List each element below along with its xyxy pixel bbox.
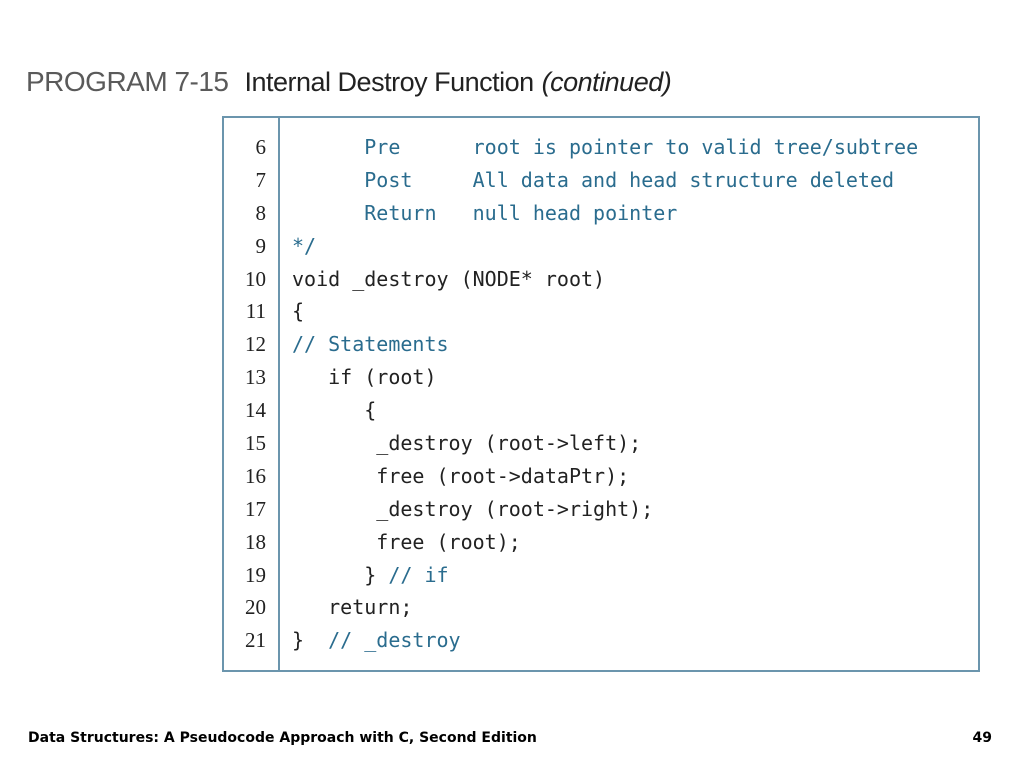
code-text: free (root); [292,526,521,559]
code-text: Return null head pointer [292,197,677,230]
code-comment: Pre root is pointer to valid tree/subtre… [292,135,919,159]
code-text: } // if [292,559,449,592]
code-statement: void _destroy (NODE* root) [292,266,606,291]
line-number: 17 [245,496,266,521]
code-statement: } [292,562,389,587]
code-text: { [292,394,376,427]
code-line: 15 _destroy (root->left); [224,427,978,460]
line-number: 16 [245,463,266,488]
program-name: Internal Destroy Function [244,67,535,97]
code-comment: // Statements [292,332,449,357]
line-number: 8 [255,200,267,225]
line-number: 11 [245,299,266,324]
code-comment: Return null head pointer [292,200,678,225]
code-line: 8 Return null head pointer [224,197,978,230]
code-line: 7 Post All data and head structure delet… [224,164,978,197]
footer-book-title: Data Structures: A Pseudocode Approach w… [28,730,537,746]
code-line: 12 // Statements [224,328,978,361]
line-number: 13 [245,365,266,390]
line-number: 21 [245,628,266,653]
code-line: 16 free (root->dataPtr); [224,460,978,493]
code-statement: } [292,628,329,653]
code-text: _destroy (root->right); [292,493,653,526]
code-text: } // _destroy [292,624,461,657]
line-number-gutter [224,118,280,670]
code-text: free (root->dataPtr); [292,460,629,493]
line-number: 9 [255,233,267,258]
code-text: */ [292,230,316,263]
line-number: 19 [245,562,266,587]
line-number: 12 [245,332,266,357]
code-line: 9 */ [224,230,978,263]
program-title: PROGRAM 7-15 Internal Destroy Function(co… [26,66,672,98]
code-statement: free (root); [292,529,521,554]
line-number: 7 [255,167,267,192]
code-text: _destroy (root->left); [292,427,641,460]
code-comment: */ [292,233,317,258]
code-statement: { [292,398,377,423]
code-line: 19 } // if [224,559,978,592]
code-statement: _destroy (root->right); [292,496,654,521]
code-listing: 6 Pre root is pointer to valid tree/subt… [222,116,980,672]
program-number: PROGRAM 7-15 [26,66,229,97]
code-line: 20 return; [224,591,978,624]
code-line: 10 void _destroy (NODE* root) [224,263,978,296]
code-text: Post All data and head structure deleted [292,164,894,197]
code-text: return; [292,591,412,624]
page-number: 49 [972,730,992,746]
code-line: 21} // _destroy [224,624,978,657]
continued-label: (continued) [541,67,672,97]
code-text: // Statements [292,328,449,361]
code-line: 11 { [224,295,978,328]
line-number: 6 [255,135,267,159]
code-comment: // _destroy [328,628,461,653]
code-line: 17 _destroy (root->right); [224,493,978,526]
code-statement: return; [292,595,413,620]
code-comment: Post All data and head structure deleted [292,167,895,192]
line-number: 18 [245,529,266,554]
code-statement: free (root->dataPtr); [292,463,630,488]
code-lines: 6 Pre root is pointer to valid tree/subt… [224,131,978,657]
line-number: 15 [245,431,266,456]
code-statement: { [292,299,305,324]
code-line: 14 { [224,394,978,427]
line-number: 10 [245,266,266,291]
line-number: 14 [245,398,266,423]
code-statement: _destroy (root->left); [292,431,642,456]
code-text: { [292,295,304,328]
code-line: 18 free (root); [224,526,978,559]
code-line: 6 Pre root is pointer to valid tree/subt… [224,131,978,164]
code-statement: if (root) [292,365,437,390]
code-comment: // if [388,562,449,587]
line-number: 20 [245,595,266,620]
code-text: Pre root is pointer to valid tree/subtre… [292,131,918,164]
code-text: void _destroy (NODE* root) [292,263,605,296]
code-text: if (root) [292,361,437,394]
code-line: 13 if (root) [224,361,978,394]
